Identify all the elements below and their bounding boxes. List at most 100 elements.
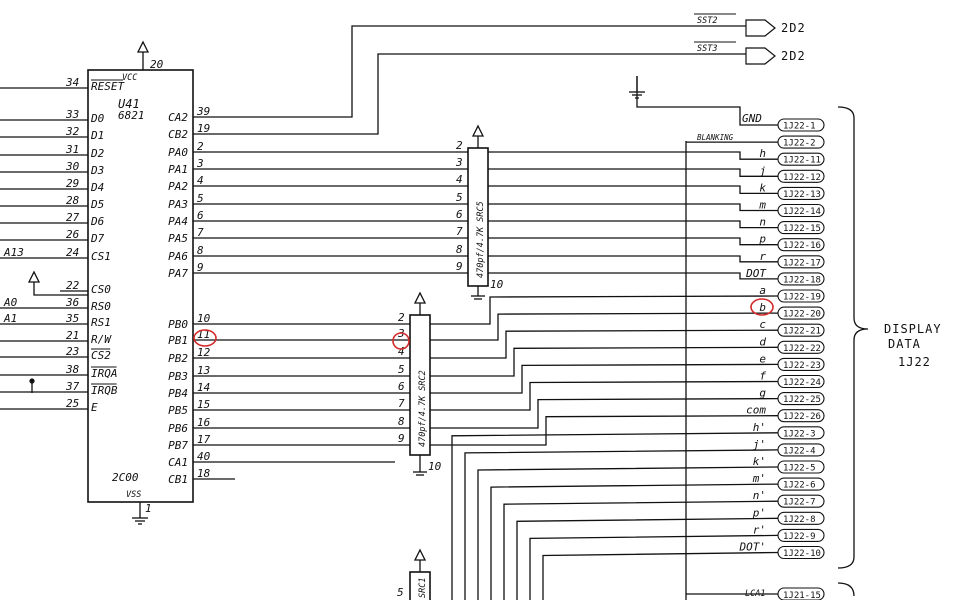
j22-connector: GND BLANKING 1J22-11J22-21J22-11h1J22-12…: [685, 112, 825, 600]
j22-pin-label: 1J22-7: [783, 498, 816, 508]
left-pin-name: D0: [90, 112, 105, 125]
left-pin-name: CS2: [91, 349, 111, 362]
left-pin-number: 35: [65, 312, 79, 325]
left-pin-name: CS1: [91, 250, 111, 263]
j22-signal: a: [759, 284, 766, 297]
right-pin-number: 3: [196, 157, 204, 170]
right-pin-name: PB7: [168, 439, 188, 452]
display-label: DISPLAY: [884, 322, 942, 336]
j22-signal: k': [753, 455, 766, 468]
src2-pin: 2: [398, 311, 405, 324]
right-pin-number: 9: [197, 261, 204, 274]
left-pin-number: 38: [65, 363, 80, 376]
right-pin-name: CB1: [168, 473, 188, 486]
offpage-sst3: SST3 2D2: [694, 41, 805, 65]
j22-signal: m': [752, 472, 766, 485]
j22-signal: d: [759, 335, 766, 348]
left-pin-name: RESET: [91, 80, 125, 93]
left-pin-number: 24: [66, 246, 79, 259]
left-pin-number: 28: [66, 194, 80, 207]
right-pin-name: PA6: [168, 250, 188, 263]
left-net-label: A0: [3, 296, 18, 309]
right-pin-name: PA0: [168, 146, 188, 159]
j22-signal: n': [753, 489, 766, 502]
j22-pin: 1J22-19a: [759, 284, 825, 303]
left-pin-number: 37: [65, 380, 80, 393]
left-pin-number: 21: [66, 329, 79, 342]
j22-pin: 1J22-8p': [752, 506, 825, 525]
j22-pin: 1J22-22 d: [759, 335, 825, 354]
right-pin-name: PB2: [168, 352, 188, 365]
j22-pin: 1J22-23 e: [759, 352, 825, 371]
right-pin-name: CB2: [168, 128, 188, 141]
left-pin-36: 36 RS0 A0: [0, 296, 111, 313]
display-brace: [837, 106, 869, 597]
left-pin-name: RS0: [91, 300, 111, 313]
right-pin-number: 18: [197, 467, 211, 480]
left-pin-number: 32: [65, 125, 80, 138]
j22-pin-label: 1J22-17: [783, 258, 821, 268]
left-pin-name: IRQA: [91, 367, 118, 380]
j22-signal: e: [759, 352, 766, 365]
src5-pin: 6: [456, 208, 463, 221]
chip-location: 2C00: [112, 471, 139, 484]
left-pin-number: 31: [65, 143, 79, 156]
src5-pin: 4: [456, 173, 463, 186]
vcc-pin-number: 20: [150, 58, 164, 71]
right-pin-number: 39: [196, 105, 210, 118]
j22-pin: 1J22-12j: [759, 164, 825, 183]
highlight-b-segment: [750, 298, 774, 316]
src2-pin: 5: [398, 363, 405, 376]
j22-pin: 1J22-14m: [758, 199, 825, 218]
j22-signal: k: [759, 181, 766, 194]
sst3-signal: SST3: [697, 44, 717, 54]
j22-pin-label: 1J22-22: [783, 344, 821, 354]
j22-pin-label: 1J22-8: [783, 515, 816, 525]
src1-pin: 5: [397, 586, 404, 599]
j22-signal: g: [759, 387, 766, 400]
left-pin-number: 23: [66, 345, 79, 358]
left-pin-number: 36: [65, 296, 80, 309]
highlight-src2-pin3: [392, 332, 410, 350]
cs0-pullup: [27, 270, 88, 296]
src5-label: 470pf/4.7K SRC5: [476, 201, 486, 278]
left-pin-number: 30: [65, 160, 80, 173]
j22-signal: b: [759, 301, 766, 314]
j22-pin-label: 1J22-3: [783, 429, 816, 439]
right-pin-name: PB1: [168, 334, 188, 347]
lca-pin: 1J21-15: [783, 591, 821, 600]
vcc-label: VCC: [122, 73, 138, 83]
j22-pin-label: 1J22-12: [783, 173, 821, 183]
j22-pin-label: 1J22-11: [783, 156, 821, 166]
src5-pin: 2: [456, 139, 463, 152]
left-pin-name: R/W: [91, 333, 112, 346]
j22-pin-label: 1J22-9: [783, 532, 816, 542]
sst2-ref: 2D2: [781, 21, 806, 35]
right-pin-name: PA5: [168, 232, 188, 245]
left-pin-21: 21 R/W: [0, 329, 112, 346]
j22-pin-label: 1J22-23: [783, 361, 821, 371]
src5-pin: 5: [456, 191, 463, 204]
src5-pin: 7: [456, 225, 463, 238]
highlight-pb1-pin: [193, 329, 217, 347]
